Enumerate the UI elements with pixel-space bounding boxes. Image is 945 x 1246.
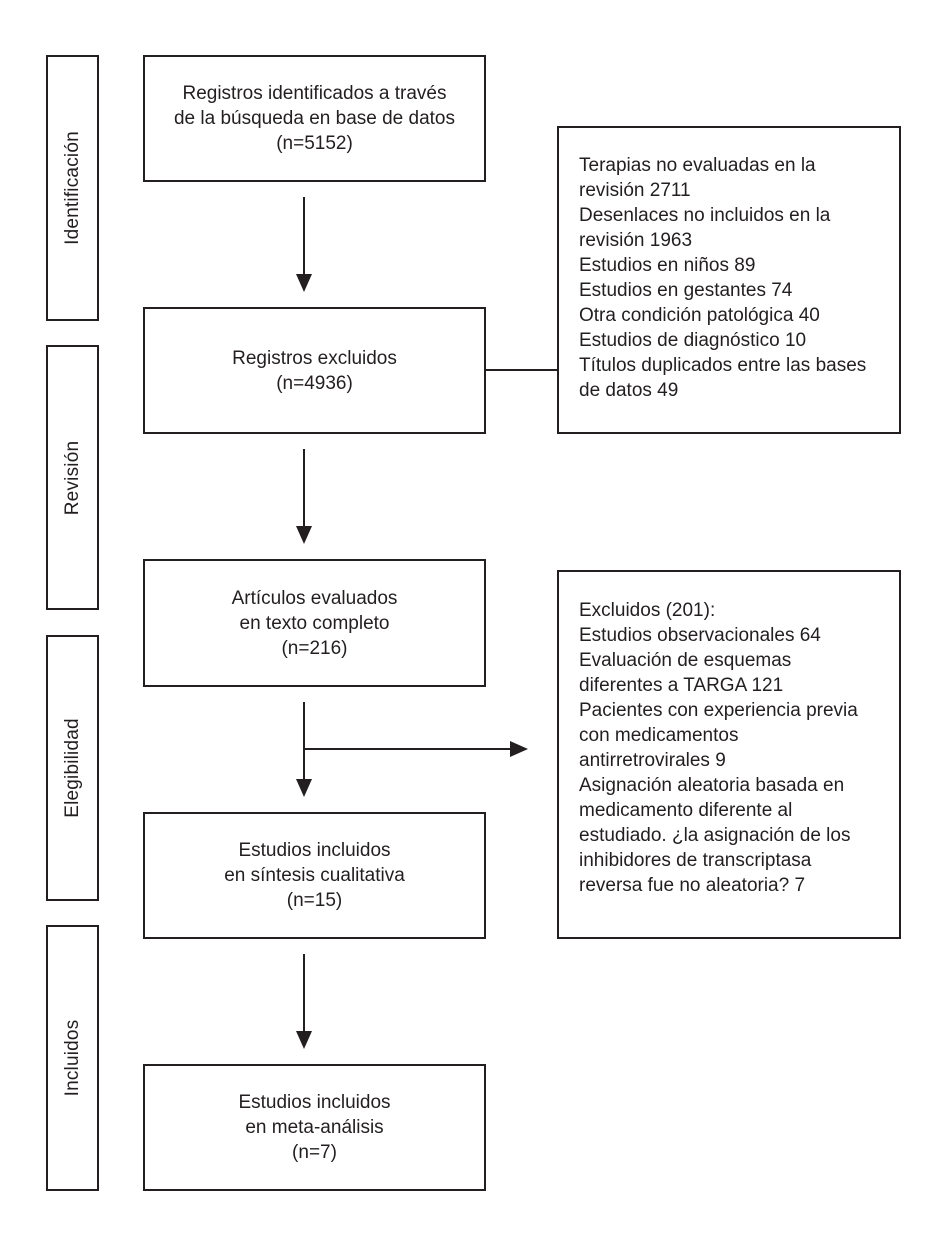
review-exclusion-line: revisión 2711 [579, 180, 691, 201]
review-exclusions-box: Terapias no evaluadas en la revisión 271… [557, 126, 901, 434]
arrow-head-2 [296, 526, 312, 544]
full-text-line-1: Artículos evaluados [231, 587, 398, 609]
review-exclusion-line: Terapias no evaluadas en la [579, 155, 816, 176]
stage-eligibility: Elegibilidad [46, 635, 99, 901]
meta-analysis-count: (n=7) [292, 1142, 337, 1163]
fulltext-exclusion-line: estudiado. ¿la asignación de los [579, 825, 851, 846]
qualitative-line-1: Estudios incluidos [238, 840, 391, 861]
stage-review-label: Revisión [61, 440, 83, 515]
review-exclusion-line: Estudios de diagnóstico 10 [579, 330, 807, 351]
stage-review: Revisión [46, 345, 99, 610]
fulltext-exclusion-line: Pacientes con experiencia previa [579, 700, 858, 721]
fulltext-exclusions-box: Excluidos (201): Estudios observacionale… [557, 570, 901, 939]
arrow-shaft-4 [303, 954, 305, 1032]
fulltext-exclusion-line: Excluidos (201): [579, 600, 716, 621]
review-exclusion-line: de datos 49 [579, 380, 679, 401]
fulltext-exclusion-line: antirretrovirales 9 [579, 750, 726, 771]
arrow-head-3 [296, 779, 312, 797]
review-exclusion-line: Estudios en niños 89 [579, 255, 756, 276]
qualitative-count: (n=15) [286, 890, 343, 911]
arrow-head-1 [296, 274, 312, 292]
review-exclusion-line: Desenlaces no incluidos en la [579, 205, 831, 226]
arrow-shaft-3 [303, 702, 305, 780]
arrow-shaft-2 [303, 449, 305, 527]
identified-records-box: Registros identificados a través de la b… [143, 55, 486, 182]
fulltext-exclusion-line: diferentes a TARGA 121 [579, 675, 784, 696]
fulltext-exclusion-line: Evaluación de esquemas [579, 650, 792, 671]
arrow-head-branch [510, 741, 528, 757]
stage-included: Incluidos [46, 925, 99, 1191]
branch-fulltext-exclusions [304, 748, 514, 750]
stage-identification-label: Identificación [61, 131, 83, 245]
excluded-records-line-1: Registros excluidos [232, 347, 397, 369]
identified-line-2: de la búsqueda en base de datos [173, 108, 455, 129]
review-exclusion-line: Títulos duplicados entre las bases [579, 355, 867, 376]
full-text-count: (n=216) [281, 637, 348, 659]
fulltext-exclusion-line: con medicamentos [579, 725, 739, 746]
meta-analysis-line-2: en meta-análisis [245, 1117, 384, 1138]
review-exclusion-line: Estudios en gestantes 74 [579, 280, 793, 301]
qualitative-synthesis-box: Estudios incluidos en síntesis cualitati… [143, 812, 486, 939]
arrow-shaft-1 [303, 197, 305, 275]
stage-identification: Identificación [46, 55, 99, 321]
fulltext-exclusion-line: medicamento diferente al [579, 800, 793, 821]
fulltext-exclusion-line: Estudios observacionales 64 [579, 625, 821, 646]
full-text-line-2: en texto completo [239, 612, 390, 634]
identified-count: (n=5152) [276, 133, 353, 154]
fulltext-exclusion-line: reversa fue no aleatoria? 7 [579, 875, 806, 896]
identified-line-1: Registros identificados a través [182, 83, 447, 104]
stage-eligibility-label: Elegibilidad [61, 718, 83, 818]
excluded-records-count: (n=4936) [276, 372, 353, 394]
review-exclusion-line: revisión 1963 [579, 230, 693, 251]
stage-included-label: Incluidos [61, 1019, 83, 1097]
meta-analysis-line-1: Estudios incluidos [238, 1092, 391, 1113]
connector-review-exclusions [486, 369, 558, 371]
review-exclusion-line: Otra condición patológica 40 [579, 305, 820, 326]
arrow-head-4 [296, 1031, 312, 1049]
meta-analysis-box: Estudios incluidos en meta-análisis (n=7… [143, 1064, 486, 1191]
fulltext-exclusion-line: Asignación aleatoria basada en [579, 775, 845, 796]
fulltext-exclusion-line: inhibidores de transcriptasa [579, 850, 812, 871]
excluded-records-box: Registros excluidos (n=4936) [143, 307, 486, 434]
full-text-box: Artículos evaluados en texto completo (n… [143, 559, 486, 687]
qualitative-line-2: en síntesis cualitativa [224, 865, 405, 886]
